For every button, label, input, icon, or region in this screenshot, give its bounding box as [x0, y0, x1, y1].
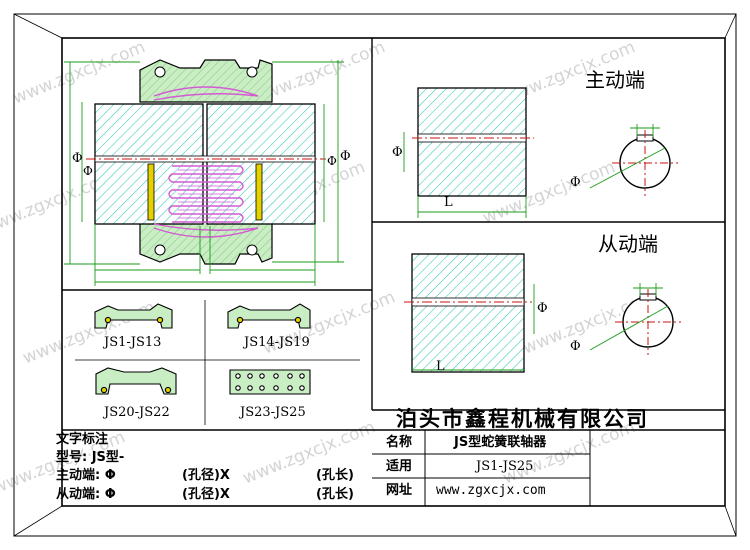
company-name: 泊头市鑫程机械有限公司: [396, 407, 649, 431]
annotation-heading: 文字标注: [56, 432, 109, 447]
variant-label-2: JS14-JS19: [244, 335, 310, 350]
title-row-name-value: JS型蛇簧联轴器: [454, 435, 547, 450]
variant-label-3: JS20-JS22: [104, 405, 170, 420]
annotation-driven-bore-len: (孔长): [316, 487, 354, 502]
annotation-drive-line: 主动端: Φ: [56, 468, 116, 483]
housing-bottom: [139, 221, 273, 265]
annotation-model-line: 型号: JS型-: [56, 450, 125, 465]
variant-label-4: JS23-JS25: [240, 405, 306, 420]
title-block-grid: [372, 409, 725, 506]
title-row-url-key: 网址: [386, 483, 413, 498]
driven-end-bore-symbol: Φ: [570, 339, 581, 354]
annotation-drive-bore-dia: (孔径)X: [182, 468, 230, 483]
driven-end-length-symbol: L: [436, 359, 445, 374]
housing-top: [139, 59, 273, 103]
variant-profiles: [94, 303, 311, 395]
driven-end-view: [404, 253, 681, 373]
main-assembly-view: [64, 59, 344, 286]
drive-end-title: 主动端: [585, 68, 645, 92]
annotation-drive-bore-len: (孔长): [316, 468, 354, 483]
bolt-left: [147, 163, 155, 221]
variant-label-1: JS1-JS13: [104, 335, 162, 350]
drive-end-view: [403, 87, 678, 218]
driven-end-title: 从动端: [598, 232, 658, 256]
main-inner-diameter-symbol: Φ: [83, 164, 93, 178]
main-outer-diameter-symbol: Φ: [72, 151, 83, 166]
title-row-use-value: JS1-JS25: [476, 459, 534, 474]
annotation-driven-line: 从动端: Φ: [56, 487, 116, 502]
drive-end-diameter-symbol: Φ: [392, 145, 403, 160]
title-row-name-key: 名称: [386, 435, 413, 450]
drawing-border: [13, 13, 737, 537]
serpentine-spring: [153, 86, 259, 238]
annotation-driven-bore-dia: (孔径)X: [182, 487, 230, 502]
drive-end-length-symbol: L: [444, 195, 453, 210]
main-housing-diameter-symbol: Φ: [340, 149, 351, 164]
title-row-use-key: 适用: [386, 459, 413, 474]
title-row-url-value[interactable]: www.zgxcjx.com: [436, 483, 546, 498]
bolt-right: [255, 163, 263, 221]
main-hub-diameter-symbol: Φ: [327, 154, 337, 168]
inner-frame: [61, 37, 726, 507]
drive-end-bore-symbol: Φ: [570, 175, 581, 190]
driven-end-diameter-symbol: Φ: [537, 301, 548, 316]
